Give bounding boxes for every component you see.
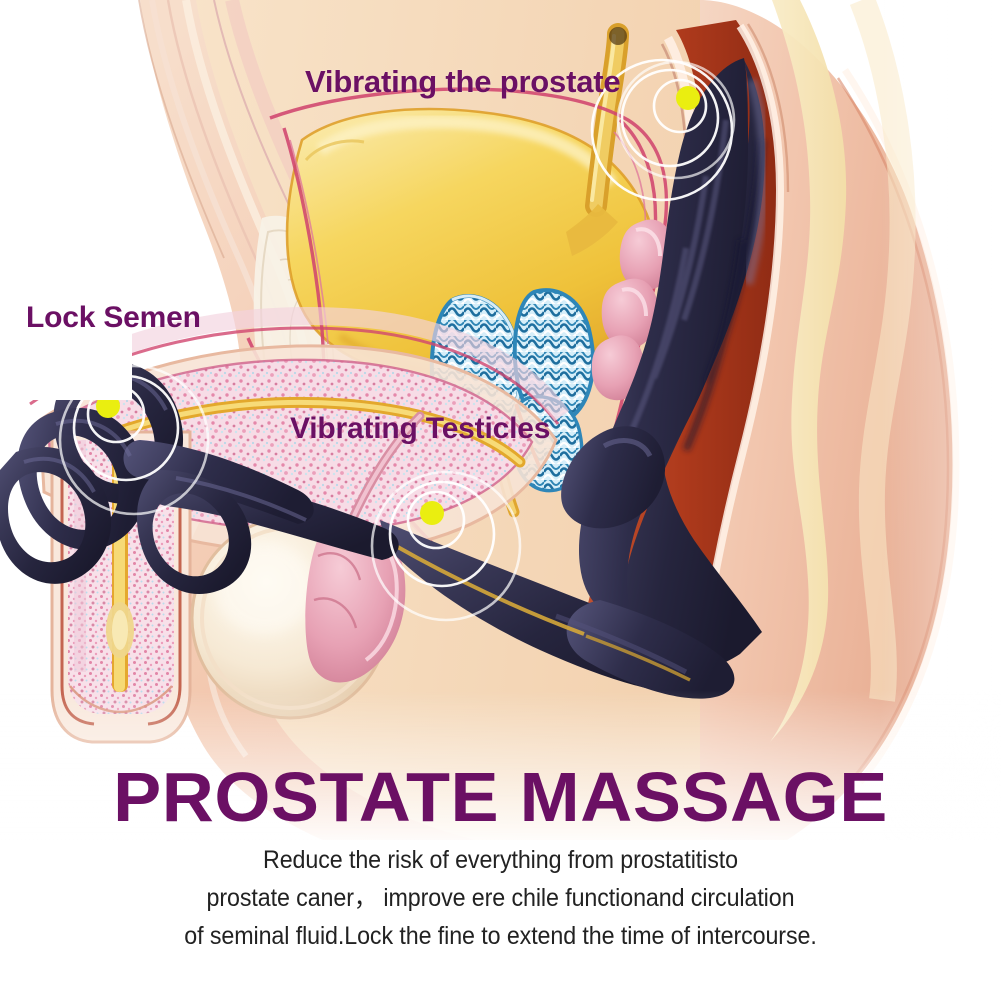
subtitle-line-2: prostate caner， improve ere chile functi… xyxy=(206,884,795,912)
bottom-fade xyxy=(0,690,1001,850)
vibration-indicators xyxy=(58,58,736,622)
bottom-white xyxy=(0,840,1001,1001)
device-prostate-massager xyxy=(0,58,769,699)
subtitle-line-3: of seminal fluid.Lock the fine to extend… xyxy=(184,922,817,950)
testicle-vibration-rings xyxy=(370,470,522,622)
subtitle-block: Reduce the risk of everything from prost… xyxy=(35,841,966,955)
label-vibrating-testicles: Vibrating Testicles xyxy=(290,412,551,445)
prostate-vibration-rings xyxy=(590,58,736,202)
prostate-indicator-dot xyxy=(676,86,700,110)
page-title: PROSTATE MASSAGE xyxy=(113,758,888,836)
label-lock-semen: Lock Semen xyxy=(26,301,201,334)
label-vibrating-the-prostate: Vibrating the prostate xyxy=(305,64,621,99)
ureter-tube xyxy=(566,23,629,256)
testicle-indicator-dot xyxy=(420,501,444,525)
right-fade xyxy=(880,0,1001,1001)
subtitle-line-1: Reduce the risk of everything from prost… xyxy=(263,846,738,874)
left-white-top xyxy=(0,0,132,400)
prostate-gland xyxy=(591,219,675,401)
